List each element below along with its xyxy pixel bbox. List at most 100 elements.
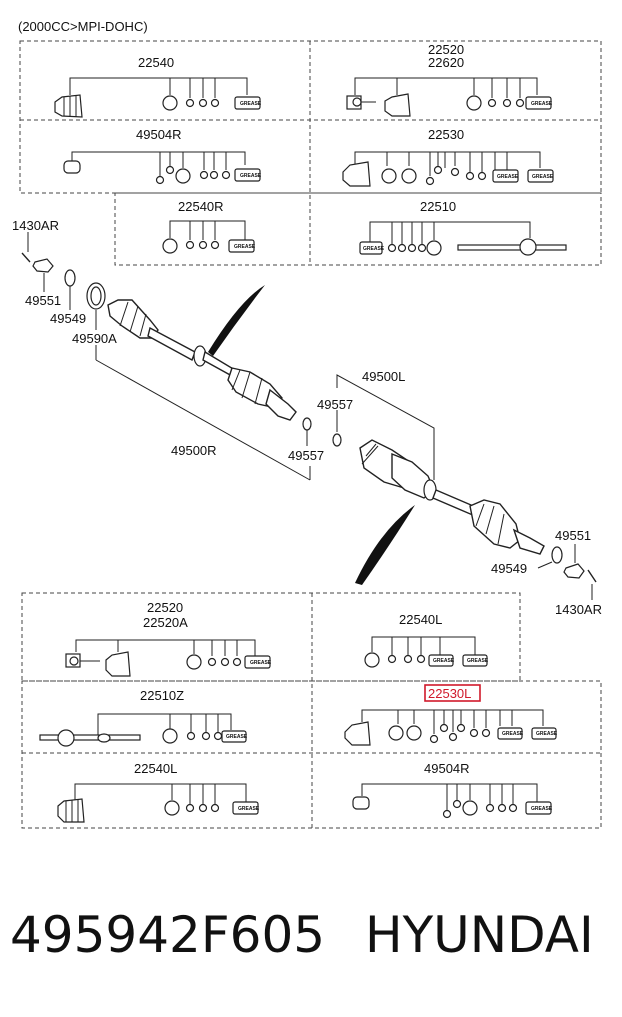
grease-label: GREASE (531, 806, 553, 812)
grease-pack-icon (359, 241, 383, 255)
kit-22510-label: 22510 (420, 199, 456, 214)
kit-22540-top[interactable]: 22540 GREASE (54, 55, 262, 118)
boot-icon (105, 651, 131, 677)
bearing-icon (352, 796, 370, 810)
grease-pack-icon (525, 96, 552, 110)
grease-pack-icon (428, 654, 454, 667)
kit-22540L-low-label: 22540L (134, 761, 177, 776)
kit-22530-top-label: 22530 (428, 127, 464, 142)
top-kit-panel (19, 40, 602, 266)
spider-icon (519, 238, 537, 256)
kit-22530L-label: 22530L (428, 686, 471, 701)
callout-49551-right: 49551 (555, 528, 591, 543)
grease-pack-icon (525, 801, 552, 815)
grease-label: GREASE (502, 731, 524, 737)
bearing-icon (63, 160, 81, 174)
kit-22540L-low[interactable]: 22540L GREASE (57, 761, 260, 823)
shaft-49500L[interactable] (332, 374, 597, 600)
brand-name: HYUNDAI (365, 906, 594, 964)
callout-1430AR-left: 1430AR (12, 218, 59, 233)
parts-diagram: (2000CC>MPI-DOHC) 22540 GREASE 22520 226… (12, 19, 602, 829)
spline-stub-icon (512, 528, 545, 555)
grease-label: GREASE (433, 658, 455, 664)
kit-22510Z-label: 22510Z (140, 688, 184, 703)
kit-22530L[interactable]: 22530L GREASE GREASE (344, 684, 558, 746)
boot-icon (342, 161, 371, 187)
kit-49504R-top[interactable]: 49504R GREASE (63, 127, 262, 185)
boot-icon (344, 721, 371, 746)
circlip-icon (302, 417, 312, 431)
nut-icon (563, 563, 585, 579)
boot-icon (57, 798, 85, 823)
grease-label: GREASE (240, 173, 262, 179)
callout-49590A: 49590A (72, 331, 117, 346)
grease-pack-icon (234, 168, 261, 182)
nut-icon (32, 258, 54, 273)
boot-icon (54, 94, 83, 118)
grease-label: GREASE (363, 246, 385, 252)
callout-49500L: 49500L (362, 369, 405, 384)
grease-pack-icon (462, 654, 488, 667)
highlight-box (424, 684, 481, 702)
inner-shaft-icon (39, 734, 141, 741)
grease-pack-icon (234, 96, 261, 110)
callout-49557-a: 49557 (317, 397, 353, 412)
grease-label: GREASE (531, 101, 553, 107)
grease-pack-icon (232, 801, 259, 815)
grease-label: GREASE (238, 806, 260, 812)
outer-boot-icon (469, 499, 521, 549)
kit-22510[interactable]: 22510 GREASE (359, 199, 567, 256)
grease-label: GREASE (250, 660, 272, 666)
kit-22520-top-label: 22520 (428, 42, 464, 57)
kit-22520-bot-label: 22520 (147, 600, 183, 615)
grease-label: GREASE (234, 244, 256, 250)
kit-22540R[interactable]: 22540R GREASE (162, 199, 256, 254)
cotter-pin-icon (587, 569, 597, 583)
grease-label: GREASE (240, 101, 262, 107)
callout-49551-left: 49551 (25, 293, 61, 308)
shaft-49500R[interactable] (21, 232, 312, 481)
callout-49500R: 49500R (171, 443, 217, 458)
axle-shaft-icon (147, 326, 196, 362)
grease-label: GREASE (497, 174, 519, 180)
inner-shaft-icon (457, 244, 567, 251)
grease-pack-icon (244, 655, 271, 669)
grease-label: GREASE (532, 174, 554, 180)
kit-22540-top-label: 22540 (138, 55, 174, 70)
kit-22540R-label: 22540R (178, 199, 224, 214)
inner-housing-icon (265, 388, 297, 421)
kit-22540L-bot[interactable]: 22540L GREASE GREASE (364, 612, 489, 668)
kit-22510Z[interactable]: 22510Z GREASE (39, 688, 248, 747)
callout-49549-right: 49549 (491, 561, 527, 576)
bottom-kit-panel (21, 592, 602, 829)
grease-label: GREASE (226, 734, 248, 740)
washer-icon (64, 269, 76, 287)
kit-22620-top-label: 22620 (428, 55, 464, 70)
kit-49504R-low[interactable]: 49504R GREASE (352, 761, 553, 819)
cotter-pin-icon (21, 252, 31, 263)
boot-icon (384, 93, 411, 117)
circlip-icon (332, 433, 342, 447)
engine-spec-label: (2000CC>MPI-DOHC) (18, 19, 148, 34)
grease-pack-icon (531, 727, 557, 740)
kit-22520-bot[interactable]: 22520 22520A GREASE (65, 600, 272, 677)
section-wedge-icon (208, 285, 265, 356)
grease-pack-icon (492, 169, 519, 183)
part-number: 495942F605 (10, 906, 326, 964)
section-wedge-icon (355, 505, 415, 585)
callout-49557-b: 49557 (288, 448, 324, 463)
grease-pack-icon (527, 169, 554, 183)
kit-22530-top[interactable]: 22530 GREASE GREASE (342, 127, 554, 187)
kit-22540L-bot-label: 22540L (399, 612, 442, 627)
grease-label: GREASE (467, 658, 489, 664)
grease-pack-icon (497, 727, 523, 740)
grease-label: GREASE (536, 731, 558, 737)
clamp-ring-icon (162, 95, 178, 111)
washer-icon (551, 546, 563, 564)
kit-22520A-label: 22520A (143, 615, 188, 630)
kit-49504R-low-label: 49504R (424, 761, 470, 776)
callout-1430AR-right: 1430AR (555, 602, 602, 617)
kit-22520-top[interactable]: 22520 22620 GREASE (346, 42, 553, 117)
callout-49549-left: 49549 (50, 311, 86, 326)
kit-49504R-top-label: 49504R (136, 127, 182, 142)
